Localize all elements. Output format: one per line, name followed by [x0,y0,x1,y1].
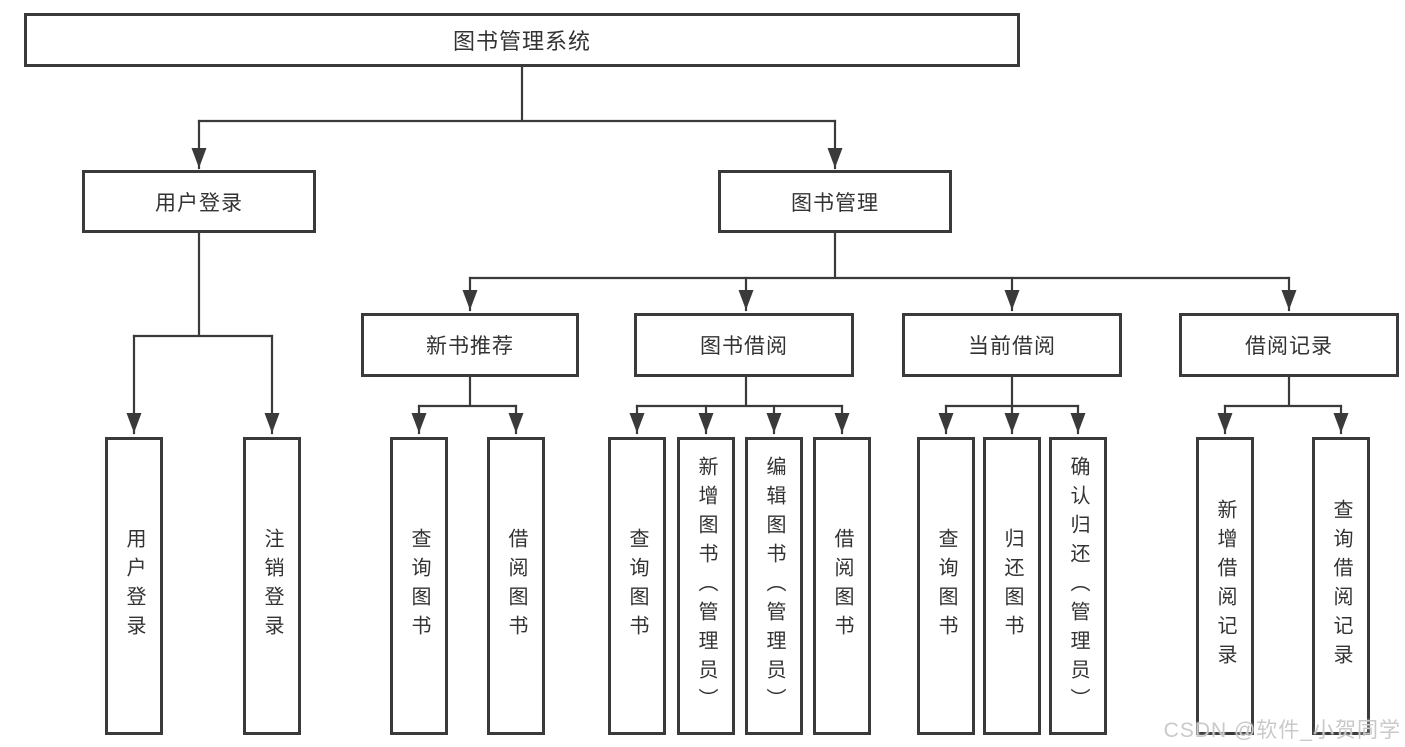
connector-user-login-group [132,231,274,338]
leaf-confirm-return-admin: 确认归还（管理员） [1049,437,1107,735]
leaf-query-book: 查询图书 [390,437,448,735]
node-current-borrowing: 当前借阅 [902,313,1122,377]
connector-book-mgmt-to-level3 [468,231,1291,280]
connector-new-book-group [417,375,518,408]
node-new-book-recommendation: 新书推荐 [361,313,579,377]
leaf-query-book-3: 查询图书 [917,437,975,735]
leaf-query-book-3-label: 查询图书 [935,528,957,644]
connector-borrow-group [635,375,844,408]
leaf-query-borrow-record: 查询借阅记录 [1312,437,1370,735]
leaf-return-book-label: 归还图书 [1001,528,1023,644]
leaf-query-book-label: 查询图书 [408,528,430,644]
leaf-add-borrow-record: 新增借阅记录 [1196,437,1254,735]
leaf-borrow-book-2: 借阅图书 [813,437,871,735]
node-book-management: 图书管理 [718,170,952,233]
connector-records-group [1223,375,1343,408]
leaf-add-borrow-record-label: 新增借阅记录 [1214,499,1236,673]
leaf-query-book-2-label: 查询图书 [626,528,648,644]
leaf-confirm-return-admin-label: 确认归还（管理员） [1067,455,1089,717]
leaf-query-book-2: 查询图书 [608,437,666,735]
leaf-borrow-book: 借阅图书 [487,437,545,735]
leaf-user-login: 用户登录 [105,437,163,735]
leaf-borrow-book-2-label: 借阅图书 [831,528,853,644]
leaf-borrow-book-label: 借阅图书 [505,528,527,644]
connector-current-group [944,375,1080,408]
node-borrowing-records: 借阅记录 [1179,313,1399,377]
node-library-system: 图书管理系统 [24,13,1020,67]
leaf-edit-book-admin: 编辑图书（管理员） [745,437,803,735]
leaf-query-borrow-record-label: 查询借阅记录 [1330,499,1352,673]
leaf-logout: 注销登录 [243,437,301,735]
watermark: CSDN @软件_小贺同学 [1163,719,1401,742]
connector-root-to-level2 [197,65,837,123]
leaf-return-book: 归还图书 [983,437,1041,735]
node-user-login: 用户登录 [82,170,316,233]
leaf-user-login-label: 用户登录 [123,528,145,644]
leaf-add-book-admin: 新增图书（管理员） [677,437,735,735]
leaf-logout-label: 注销登录 [261,528,283,644]
leaf-edit-book-admin-label: 编辑图书（管理员） [763,455,785,717]
node-book-borrowing: 图书借阅 [634,313,854,377]
leaf-add-book-admin-label: 新增图书（管理员） [695,455,717,717]
